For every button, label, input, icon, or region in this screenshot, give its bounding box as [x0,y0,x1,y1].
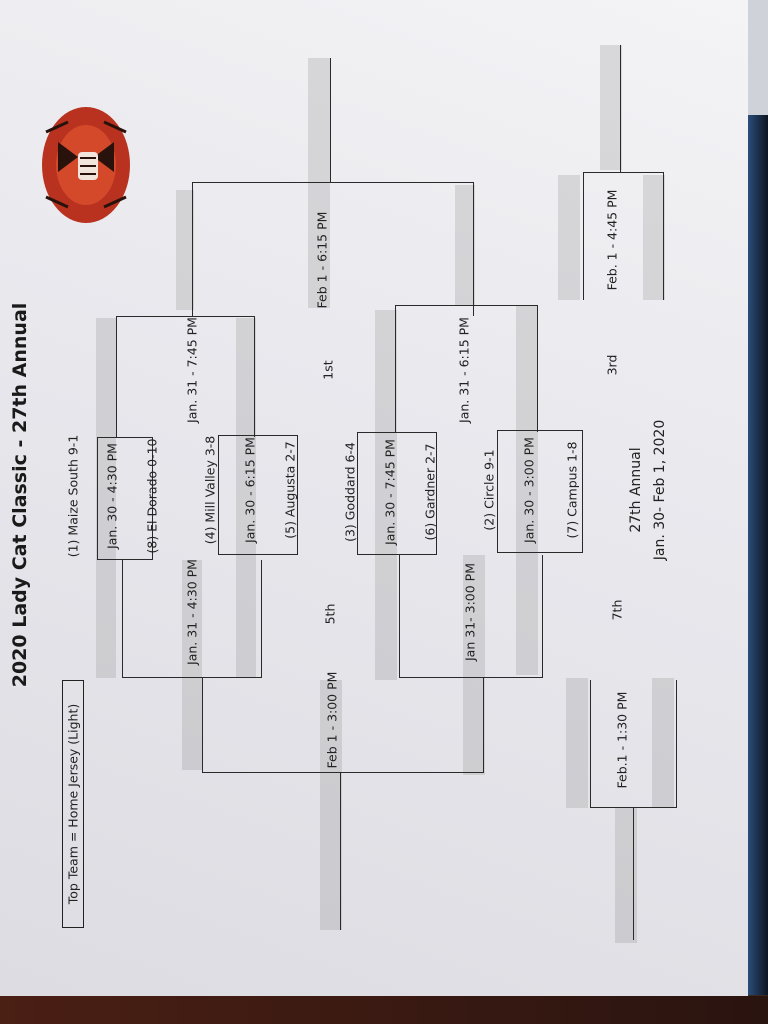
bracket-fifth [202,678,484,773]
game-time: Jan. 30 - 3:00 PM [521,437,537,543]
team-8: (8) El Dorado 0-10 [144,438,160,554]
game-time: Jan. 30 - 6:15 PM [242,437,258,543]
team-1: (1) Maize South 9-1 [65,434,81,558]
band [643,175,665,300]
band [600,45,622,170]
bracket-third [583,172,664,300]
bracket-semifinal-bottom [395,305,538,432]
game-box-2v7 [497,430,583,553]
line-champion [330,58,332,182]
game-time: Feb. 1 - 4:45 PM [604,189,620,291]
tiger-logo [42,107,130,223]
band [236,318,256,678]
band [176,190,194,310]
game-time: Jan. 31 - 6:15 PM [456,317,472,423]
bracket-sheet: 2020 Lady Cat Classic - 27th Annual Top … [0,0,748,996]
game-box-4v5 [218,435,298,555]
band [96,318,116,678]
place-label: 1st [320,360,336,380]
team-4: (4) Mill Valley 3-8 [202,435,218,545]
band [375,310,397,680]
team-5: (5) Augusta 2-7 [282,441,298,539]
game-time: Jan. 30 - 4:30 PM [104,443,120,549]
place-label: 7th [609,599,625,621]
bracket-semifinal-top [116,316,255,437]
team-7: (7) Campus 1-8 [564,441,580,539]
background-edge [748,115,768,995]
game-time: Jan 31- 3:00 PM [462,563,478,661]
team-6: (6) Gardner 2-7 [422,443,438,541]
footer-dates: Jan. 30- Feb 1, 2020 [652,419,668,561]
game-time: Jan. 30 - 7:45 PM [382,439,398,545]
place-label: 5th [322,603,338,625]
band [320,680,342,930]
bracket-consolation-top [122,560,262,678]
place-label: 3rd [604,354,620,376]
band [308,58,330,308]
bracket-consolation-bottom [399,555,543,678]
band [558,175,580,300]
band [455,185,475,305]
legend-text: Top Team = Home Jersey (Light) [65,703,81,905]
game-box-1v8 [97,437,153,560]
band [652,678,674,808]
band [182,560,202,770]
game-time: Jan. 31 - 4:30 PM [184,559,200,665]
band [463,555,485,775]
legend-box [62,680,84,928]
band [566,678,588,808]
page-title: 2020 Lady Cat Classic - 27th Annual [9,302,31,688]
bracket-seventh [590,680,677,808]
line-fifth-winner [340,773,342,930]
line-seventh-winner [633,808,635,940]
game-time: Jan. 31 - 7:45 PM [184,317,200,423]
game-box-3v6 [357,432,437,555]
game-time: Feb 1 - 6:15 PM [314,211,330,309]
table-surface [0,996,768,1024]
footer-annual: 27th Annual [628,447,644,533]
bracket-first [192,182,474,316]
game-time: Feb 1 - 3:00 PM [324,671,340,769]
background-edge [748,0,768,115]
band [516,305,538,675]
line-third-winner [620,45,622,172]
team-2: (2) Circle 9-1 [481,449,497,531]
band [615,808,637,943]
team-3: (3) Goddard 6-4 [342,442,358,542]
game-time: Feb.1 - 1:30 PM [614,691,630,789]
